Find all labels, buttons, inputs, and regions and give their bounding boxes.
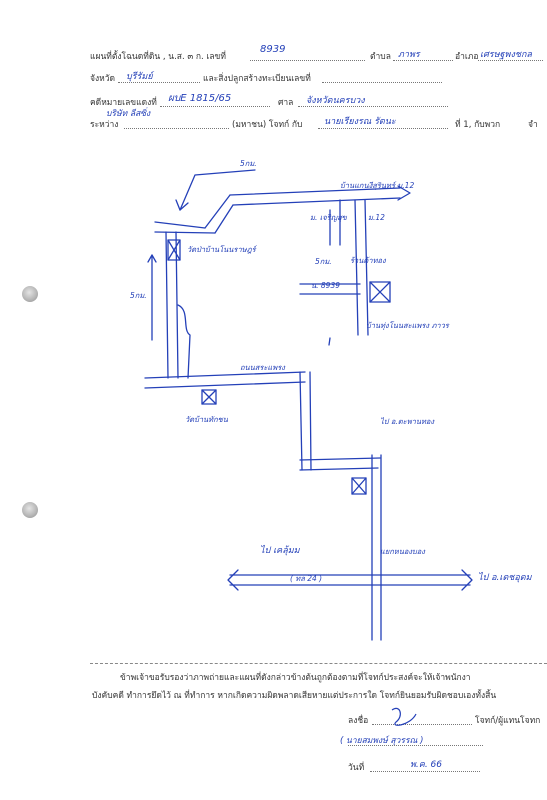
court-label: ศาล — [278, 98, 294, 108]
plan-label: แผนที่ตั้งโฉนดที่ดิน , น.ส. ๓ ก. เลขที่ — [90, 52, 226, 62]
map-temple-left: วัดป่าบ้านโนนราษฎร์ — [187, 245, 256, 254]
printed-name: ( นายสมพงษ์ สุวรรณ ) — [340, 736, 424, 746]
map-moo-label: ม.12 — [368, 213, 385, 222]
plaintiff-value: บริษัท ลีสซิ่ง — [106, 109, 151, 119]
cert-line-2: บังคับคดี ทำการยึดไว้ ณ ที่ทำการ หากเกิด… — [92, 691, 497, 701]
date-value: พ.ค. 66 — [410, 760, 442, 770]
court-value: จังหวัดนครบวง — [306, 96, 365, 106]
map-dist-top: 5กม. — [240, 159, 257, 168]
map-dist-mid: 5กม. — [315, 257, 332, 266]
defendant-value: นายเรียงรณ รัตนะ — [324, 117, 396, 127]
plan-number: 8939 — [260, 44, 286, 55]
province-label: จังหวัด — [90, 74, 116, 84]
subdistrict-label: ตำบล — [370, 52, 391, 62]
location-map — [144, 169, 473, 641]
map-house-label: ม. เจริญสุข — [310, 213, 347, 222]
building-label: และสิ่งปลูกสร้างทะเบียนเลขที่ — [203, 74, 311, 84]
province-value: บุรีรัมย์ — [126, 72, 153, 82]
map-temple-bottom: วัดบ้านทักชน — [185, 415, 228, 424]
case-value: ผบE 1815/65 — [168, 93, 232, 104]
date-label: วันที่ — [348, 763, 365, 773]
district-label: อำเภอ — [455, 52, 479, 62]
map-small-shop: ร้านค้าทอง — [350, 256, 386, 265]
map-village-right: บ้านทุ่งโนนสะแพรง ภาวร — [366, 321, 449, 330]
sign-label: ลงชื่อ — [348, 716, 369, 726]
case-label: คดีหมายเลขแดงที่ — [90, 98, 157, 108]
map-road-junction: ถนนสระแพรง — [240, 363, 285, 372]
subdistrict-value: ภาพร — [398, 50, 420, 60]
person-suffix: จำ — [528, 120, 538, 130]
map-dist-left: 5กม. — [130, 291, 147, 300]
punch-hole — [22, 502, 38, 518]
punch-hole — [22, 286, 38, 302]
public-label: (มหาชน) โจทก์ กับ — [232, 120, 303, 130]
district-value: เศรษฐพงชกล — [480, 50, 532, 60]
map-to-left: ไป เคลุ้มม — [260, 546, 300, 556]
person-label: ที่ 1, กับพวก — [455, 120, 501, 130]
sign-role: โจทก์/ผู้แทนโจทก — [475, 716, 541, 726]
map-to-right: ไป อ.เดชอุดม — [478, 573, 532, 583]
map-intersection: แยกหนองบอง — [380, 547, 425, 556]
cert-line-1: ข้าพเจ้าขอรับรองว่าภาพถ่ายและแผนที่ดังกล… — [120, 673, 471, 683]
between-label: ระหว่าง — [90, 120, 119, 130]
signature-mark — [391, 707, 417, 726]
map-village-top: บ้านแกนงีสุรินทร์ ม.12 — [340, 181, 415, 190]
map-to-district: ไป อ.ตะพานทอง — [380, 417, 435, 426]
section-divider — [90, 663, 547, 664]
map-road-name: ( ทล 24 ) — [290, 574, 323, 583]
map-parcel-label: น. 8939 — [311, 281, 340, 290]
